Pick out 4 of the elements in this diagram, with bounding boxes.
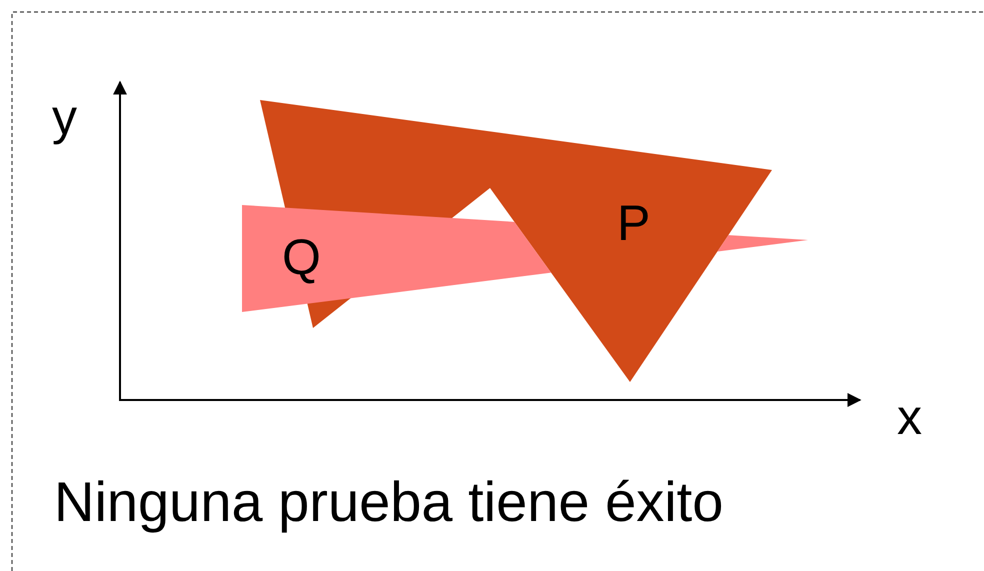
shape-label: Q — [282, 232, 321, 282]
axis-label: y — [52, 92, 77, 142]
shape-label: P — [617, 198, 650, 248]
axis-label: x — [897, 392, 922, 442]
